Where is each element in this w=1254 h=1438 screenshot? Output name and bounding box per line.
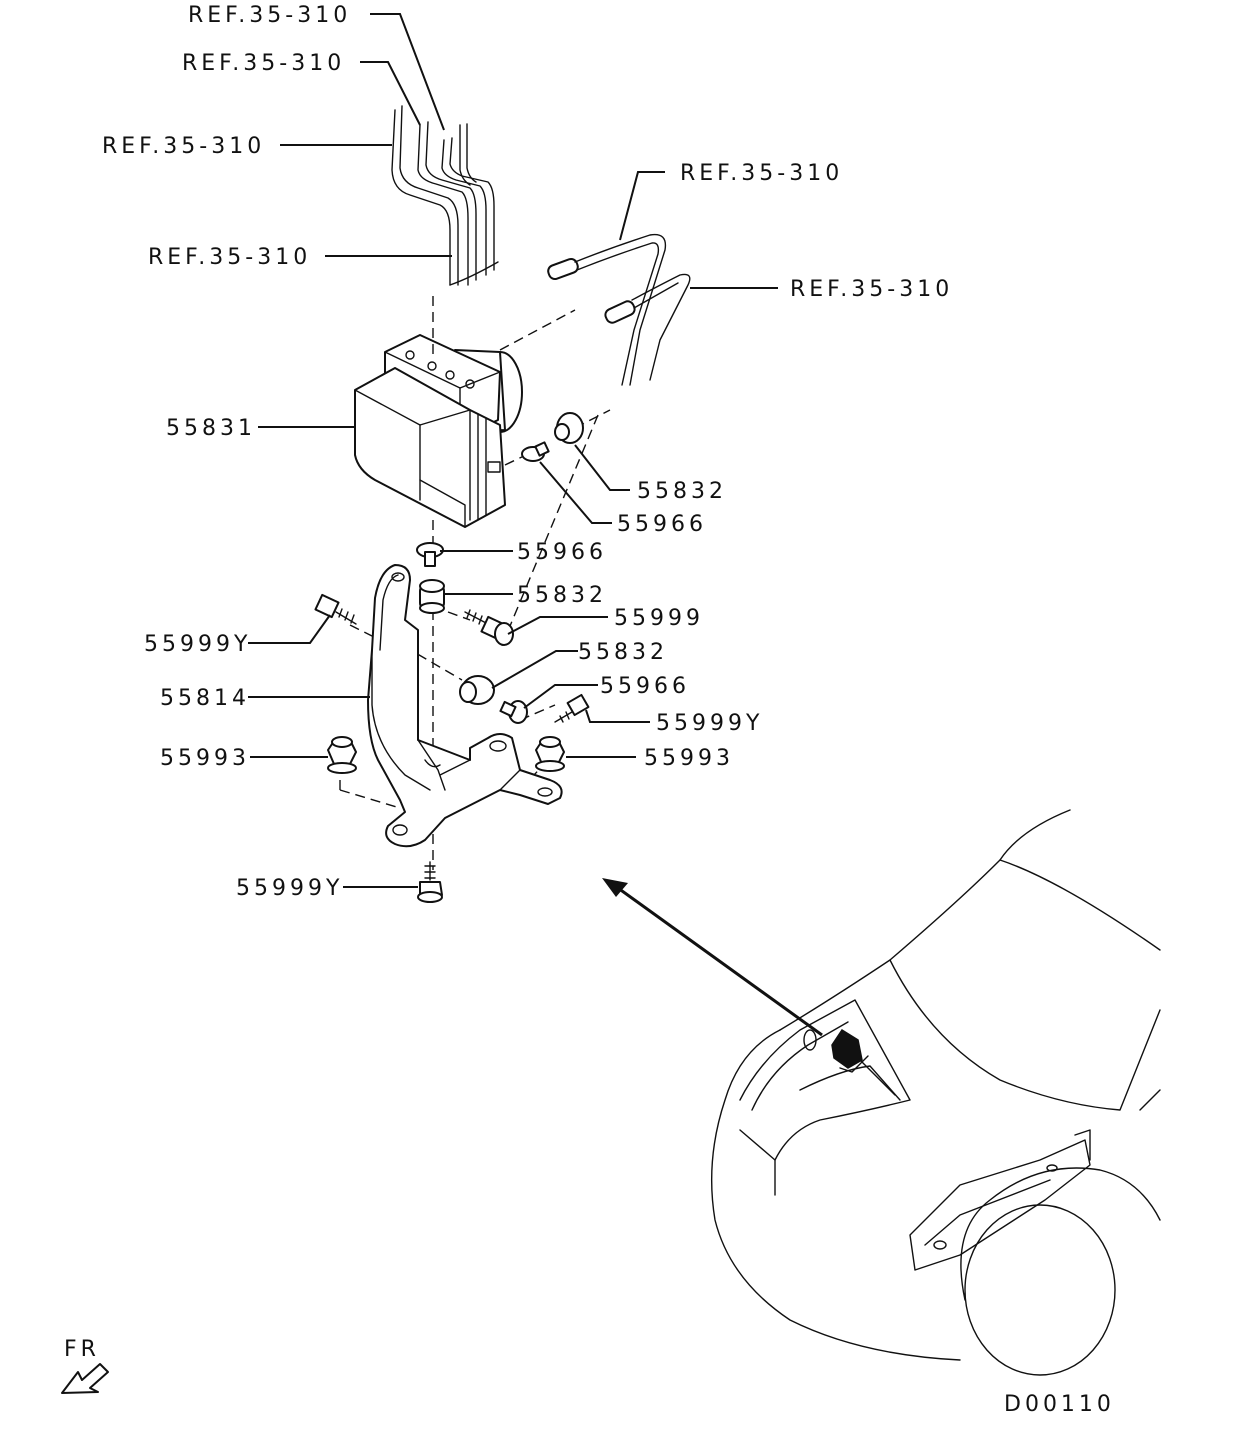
diagram-code: D00110 xyxy=(1004,1392,1115,1417)
bolt-55999Y-a xyxy=(314,593,357,625)
brake-pipe-right xyxy=(547,233,691,386)
abs-hydraulic-unit xyxy=(354,334,523,528)
callout-ref-right-1: REF.35-310 xyxy=(680,161,843,186)
callout-55999Y-b: 55999Y xyxy=(656,711,763,736)
callout-55814: 55814 xyxy=(160,686,250,711)
callout-55999Y-a: 55999Y xyxy=(144,632,251,657)
callout-55966-a: 55966 xyxy=(617,512,707,537)
bolt-55999Y-b xyxy=(554,693,590,723)
callout-55832-b: 55832 xyxy=(517,583,607,608)
callout-55999Y-c: 55999Y xyxy=(236,876,343,901)
leader-lines xyxy=(248,13,778,888)
callout-55831: 55831 xyxy=(166,416,256,441)
callout-ref-top-1: REF.35-310 xyxy=(188,3,351,28)
direction-label: FR xyxy=(64,1337,100,1362)
callout-ref-top-2: REF.35-310 xyxy=(182,51,345,76)
callout-55999: 55999 xyxy=(614,606,704,631)
abs-bracket xyxy=(367,564,563,848)
callout-ref-mid: REF.35-310 xyxy=(148,245,311,270)
callout-55966-c: 55966 xyxy=(600,674,690,699)
brake-pipe-bundle xyxy=(391,105,499,286)
location-arrow xyxy=(602,878,823,1037)
callout-ref-left: REF.35-310 xyxy=(102,134,265,159)
callout-55993-a: 55993 xyxy=(160,746,250,771)
collar-55966-a xyxy=(521,441,550,462)
nut-55993-a xyxy=(327,736,357,774)
vehicle-location-view xyxy=(710,809,1161,1376)
grommet-55832-b xyxy=(419,579,445,614)
callout-ref-right-2: REF.35-310 xyxy=(790,277,953,302)
grommet-55832-a xyxy=(554,412,584,444)
collar-55966-c xyxy=(499,700,528,724)
nut-55993-b xyxy=(535,736,565,772)
callout-55832-a: 55832 xyxy=(637,479,727,504)
grommet-55832-c xyxy=(459,675,495,705)
front-direction-arrow-icon xyxy=(61,1363,109,1394)
callout-55966-b: 55966 xyxy=(517,540,607,565)
callout-labels: REF.35-310 REF.35-310 REF.35-310 REF.35-… xyxy=(64,3,1115,1417)
mount-hardware xyxy=(314,412,590,903)
bolt-55999 xyxy=(464,609,514,646)
callout-55993-b: 55993 xyxy=(644,746,734,771)
bolt-55999Y-c xyxy=(417,861,443,903)
collar-55966-b xyxy=(416,542,444,567)
callout-55832-c: 55832 xyxy=(578,640,668,665)
